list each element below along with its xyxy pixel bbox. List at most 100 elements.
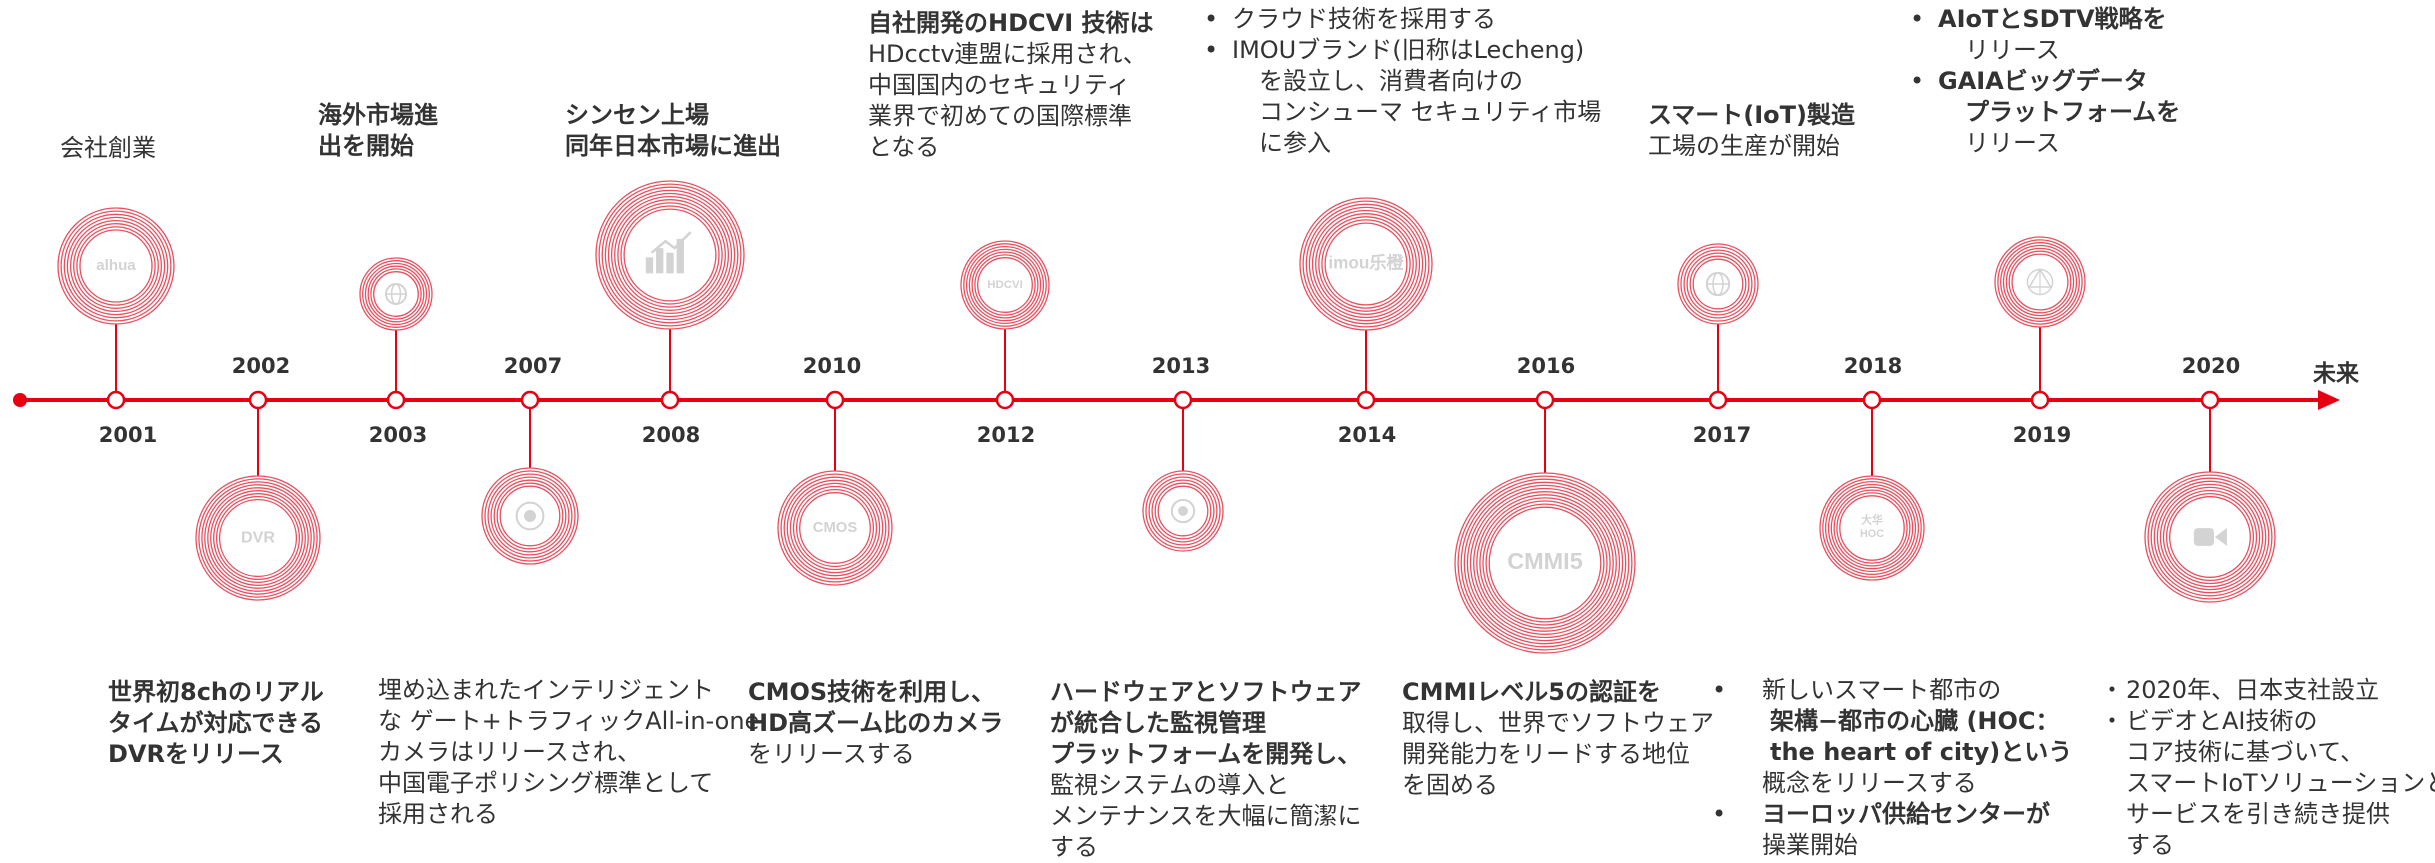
timeline-node — [1173, 390, 1193, 410]
chart-trend-line — [650, 231, 692, 254]
timeline-arrowhead — [2318, 390, 2340, 410]
bubble-ring — [201, 481, 315, 595]
bubble-ring — [1485, 503, 1605, 623]
bubble-ring — [1469, 487, 1621, 639]
desc-2019-line: リリース — [1965, 36, 2060, 64]
desc-2002-line: DVRをリリース — [108, 740, 284, 768]
dvr-label: DVR — [241, 528, 275, 546]
cmmi5-label: CMMI5 — [1507, 548, 1582, 574]
globe-icon — [384, 282, 408, 306]
timeline-node — [995, 390, 1015, 410]
milestone-2013 — [1142, 390, 1224, 552]
desc-2014-line: コンシューマ セキュリティ市場 — [1259, 98, 1602, 126]
bubble-ring — [1302, 200, 1430, 328]
bubble-ring — [2005, 247, 2075, 317]
desc-2008-line: 同年日本市場に進出 — [565, 132, 781, 160]
bubble-ring — [780, 473, 890, 583]
desc-2020-line: スマートIoTソリューションと — [2126, 769, 2435, 797]
dome-camera-icon — [1170, 498, 1196, 524]
desc-2013-line: する — [1050, 833, 1098, 861]
bubble-ring — [73, 223, 159, 309]
bubble-ring — [799, 492, 871, 564]
bubble-ring — [614, 199, 726, 311]
camera-icon — [515, 501, 545, 531]
bubble-2008 — [595, 180, 745, 330]
desc-2013-line: ハードウェアとソフトウェア — [1050, 678, 1362, 706]
camera-lens — [1178, 506, 1188, 516]
timeline-node — [1708, 390, 1728, 410]
bubble-ring — [198, 478, 318, 598]
bubble-ring — [965, 245, 1045, 325]
bubble-ring — [2153, 480, 2267, 594]
bubble-ring — [1308, 206, 1424, 322]
bubble-ring — [610, 195, 730, 315]
dahua-logo: alhua — [96, 257, 136, 274]
bubble-ring — [66, 216, 166, 316]
bubble-ring — [1994, 236, 2086, 328]
bubble-2002: DVR — [195, 475, 321, 601]
desc-2017: スマート(IoT)製造 工場の生産が開始 — [1648, 100, 1855, 162]
desc-2014-line: に参入 — [1259, 129, 1331, 157]
cmos-label: CMOS — [813, 520, 858, 536]
bubble-ring — [2150, 477, 2270, 597]
bubble-ring — [367, 265, 425, 323]
bubble-ring — [2011, 253, 2069, 311]
bubble-ring — [2144, 471, 2276, 603]
bubble-ring — [1479, 497, 1611, 629]
bubble-ring — [960, 240, 1050, 330]
bubble-ring — [2156, 483, 2264, 591]
bubble-ring — [496, 482, 564, 550]
bubble-ring — [1154, 482, 1212, 540]
camera-lens — [524, 510, 536, 522]
bubble-ring — [373, 271, 419, 317]
desc-2016-line: 開発能力をリードする地位 — [1402, 740, 1690, 768]
milestone-2002: DVR — [195, 390, 321, 601]
bubble-ring — [1680, 246, 1756, 322]
bubble-ring — [792, 485, 878, 571]
chart-bar — [645, 257, 654, 274]
desc-2017-line: スマート(IoT)製造 — [1648, 101, 1856, 129]
bubble-2012: HDCVI — [960, 240, 1050, 330]
desc-2010-line: HD高ズーム比のカメラ — [748, 709, 1004, 737]
bubble-2020 — [2144, 471, 2276, 603]
bubble-ring — [977, 257, 1033, 313]
bubble-ring — [2008, 250, 2072, 314]
bubble-ring — [601, 186, 739, 324]
bubble-ring — [1836, 492, 1908, 564]
bubble-2014: imou乐橙 — [1299, 197, 1433, 331]
bubble-ring — [1830, 486, 1914, 570]
bubble-ring — [1454, 472, 1636, 654]
milestone-2020 — [2144, 390, 2276, 603]
icon-label: HDCVI — [987, 279, 1023, 291]
year-label-2019: 2019 — [2012, 423, 2072, 447]
bubble-ring — [69, 219, 163, 313]
bubble-ring — [968, 248, 1042, 322]
desc-2018-bullet: 新しいスマート都市の — [1712, 675, 2072, 706]
milestone-2017 — [1677, 243, 1759, 410]
bubble-ring — [1677, 243, 1759, 325]
bubble-ring — [963, 243, 1047, 327]
timeline-node — [660, 390, 680, 410]
year-label-2013: 2013 — [1151, 354, 1211, 378]
desc-2002-line: タイムが対応できる — [108, 709, 324, 737]
hdcvi-label: HDCVI — [987, 279, 1023, 291]
desc-2013-line: 監視システムの導入と — [1050, 771, 1290, 799]
bubble-ring — [1315, 213, 1417, 315]
bubble-ring — [499, 485, 561, 547]
desc-2018-line: 操業開始 — [1762, 831, 1858, 859]
year-label-2002: 2002 — [231, 354, 291, 378]
icon-label: alhua — [96, 257, 136, 274]
bubble-ring — [1997, 239, 2083, 325]
desc-2016-line: 取得し、世界でソフトウェア — [1402, 709, 1714, 737]
timeline-node — [106, 390, 126, 410]
desc-2020-bullet: ビデオとAI技術の — [2100, 706, 2435, 737]
timeline-node — [2200, 390, 2220, 410]
year-label-2020: 2020 — [2181, 354, 2241, 378]
desc-2012-line: 中国国内のセキュリティ — [868, 71, 1131, 99]
chart-bar — [666, 252, 674, 274]
desc-2012-line: となる — [868, 133, 940, 161]
year-label-2018: 2018 — [1843, 354, 1903, 378]
desc-2020-line: サービスを引き続き提供 — [2126, 800, 2390, 828]
